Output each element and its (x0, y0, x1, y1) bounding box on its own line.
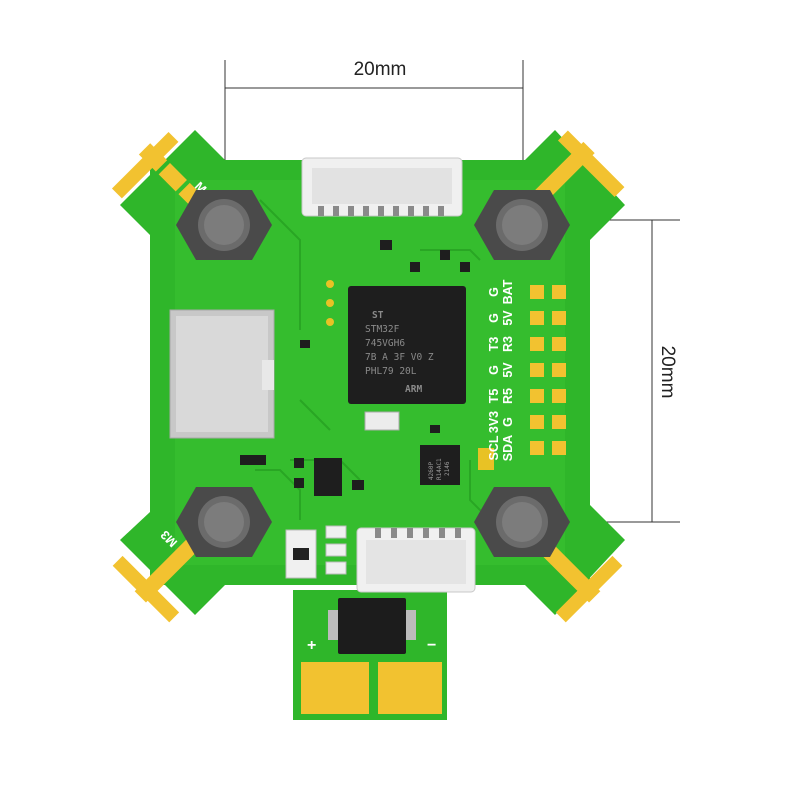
solder-pad (530, 337, 544, 351)
connector-pin (438, 206, 444, 216)
pin-label: SDA (501, 435, 515, 461)
pin-label: BAT (501, 279, 515, 304)
mcu-chip: ST STM32F 745VGH6 7B A 3F V0 Z PHL79 20L… (348, 286, 466, 404)
solder-pad (552, 363, 566, 377)
connector-pin (393, 206, 399, 216)
pin-pads (530, 285, 566, 455)
small-chip-line-3: 2146 (444, 461, 451, 476)
connector-pin (333, 206, 339, 216)
horizontal-dimension-label: 20mm (354, 59, 407, 80)
leds (325, 525, 347, 575)
standoff-bottom-left (176, 487, 272, 557)
standoff-bottom-right (474, 487, 570, 557)
pin-label: T3 (487, 337, 501, 352)
crystal (364, 411, 400, 431)
solder-pad (552, 337, 566, 351)
solder-pad (552, 311, 566, 325)
usb-connector (169, 309, 275, 439)
small-chip-line-2: R14AC1 (436, 458, 443, 480)
connector-pin (439, 528, 445, 538)
gold-dots (326, 280, 334, 326)
solder-pad (530, 415, 544, 429)
solder-pad (530, 441, 544, 455)
boot-button (285, 529, 317, 579)
pin-label: 5V (501, 310, 515, 326)
pin-label: 5V (501, 362, 515, 378)
pin-label: 3V3 (487, 411, 501, 433)
solder-pad (530, 389, 544, 403)
connector-pin (378, 206, 384, 216)
connector-pin (318, 206, 324, 216)
connector-pin (363, 206, 369, 216)
solder-pad (552, 415, 566, 429)
tantalum-cap (478, 448, 494, 470)
solder-pad (552, 441, 566, 455)
misc-components (240, 240, 470, 496)
connector-pin (423, 528, 429, 538)
pin-label: G (487, 365, 501, 375)
pin-label: G (487, 287, 501, 297)
connector-pin (348, 206, 354, 216)
connector-pin (375, 528, 381, 538)
positive-pad (301, 662, 369, 714)
chip-line-2: 745VGH6 (365, 338, 405, 349)
connector-pin (408, 206, 414, 216)
top-connector (301, 157, 463, 217)
pin-label: G (501, 417, 515, 427)
connector-pin (455, 528, 461, 538)
solder-pad (552, 285, 566, 299)
standoff-top-right (474, 190, 570, 260)
chip-line-1: STM32F (365, 324, 400, 335)
power-tail: + − (293, 590, 447, 720)
connector-pin (407, 528, 413, 538)
bottom-connector (356, 527, 476, 593)
vertical-dimension-label: 20mm (657, 346, 678, 399)
standoff-top-left (176, 190, 272, 260)
chip-arm-logo: ARM (405, 384, 422, 395)
negative-symbol: − (427, 637, 436, 654)
connector-pin (391, 528, 397, 538)
small-chip: 4260P R14AC1 2146 (420, 445, 460, 485)
positive-symbol: + (307, 637, 316, 654)
solder-pad (530, 285, 544, 299)
negative-pad (378, 662, 442, 714)
chip-logo: ST (372, 310, 384, 321)
solder-pad (552, 389, 566, 403)
pin-label: R5 (501, 388, 515, 404)
chip-line-3: 7B A 3F V0 Z (365, 352, 434, 363)
pin-label: R3 (501, 336, 515, 352)
connector-pin (423, 206, 429, 216)
pin-label: T5 (487, 389, 501, 404)
pin-label: SCL (487, 435, 501, 460)
chip-line-4: PHL79 20L (365, 366, 417, 377)
solder-pad (530, 311, 544, 325)
pin-label: G (487, 313, 501, 323)
solder-pad (530, 363, 544, 377)
small-chip-line-1: 4260P (428, 462, 435, 480)
